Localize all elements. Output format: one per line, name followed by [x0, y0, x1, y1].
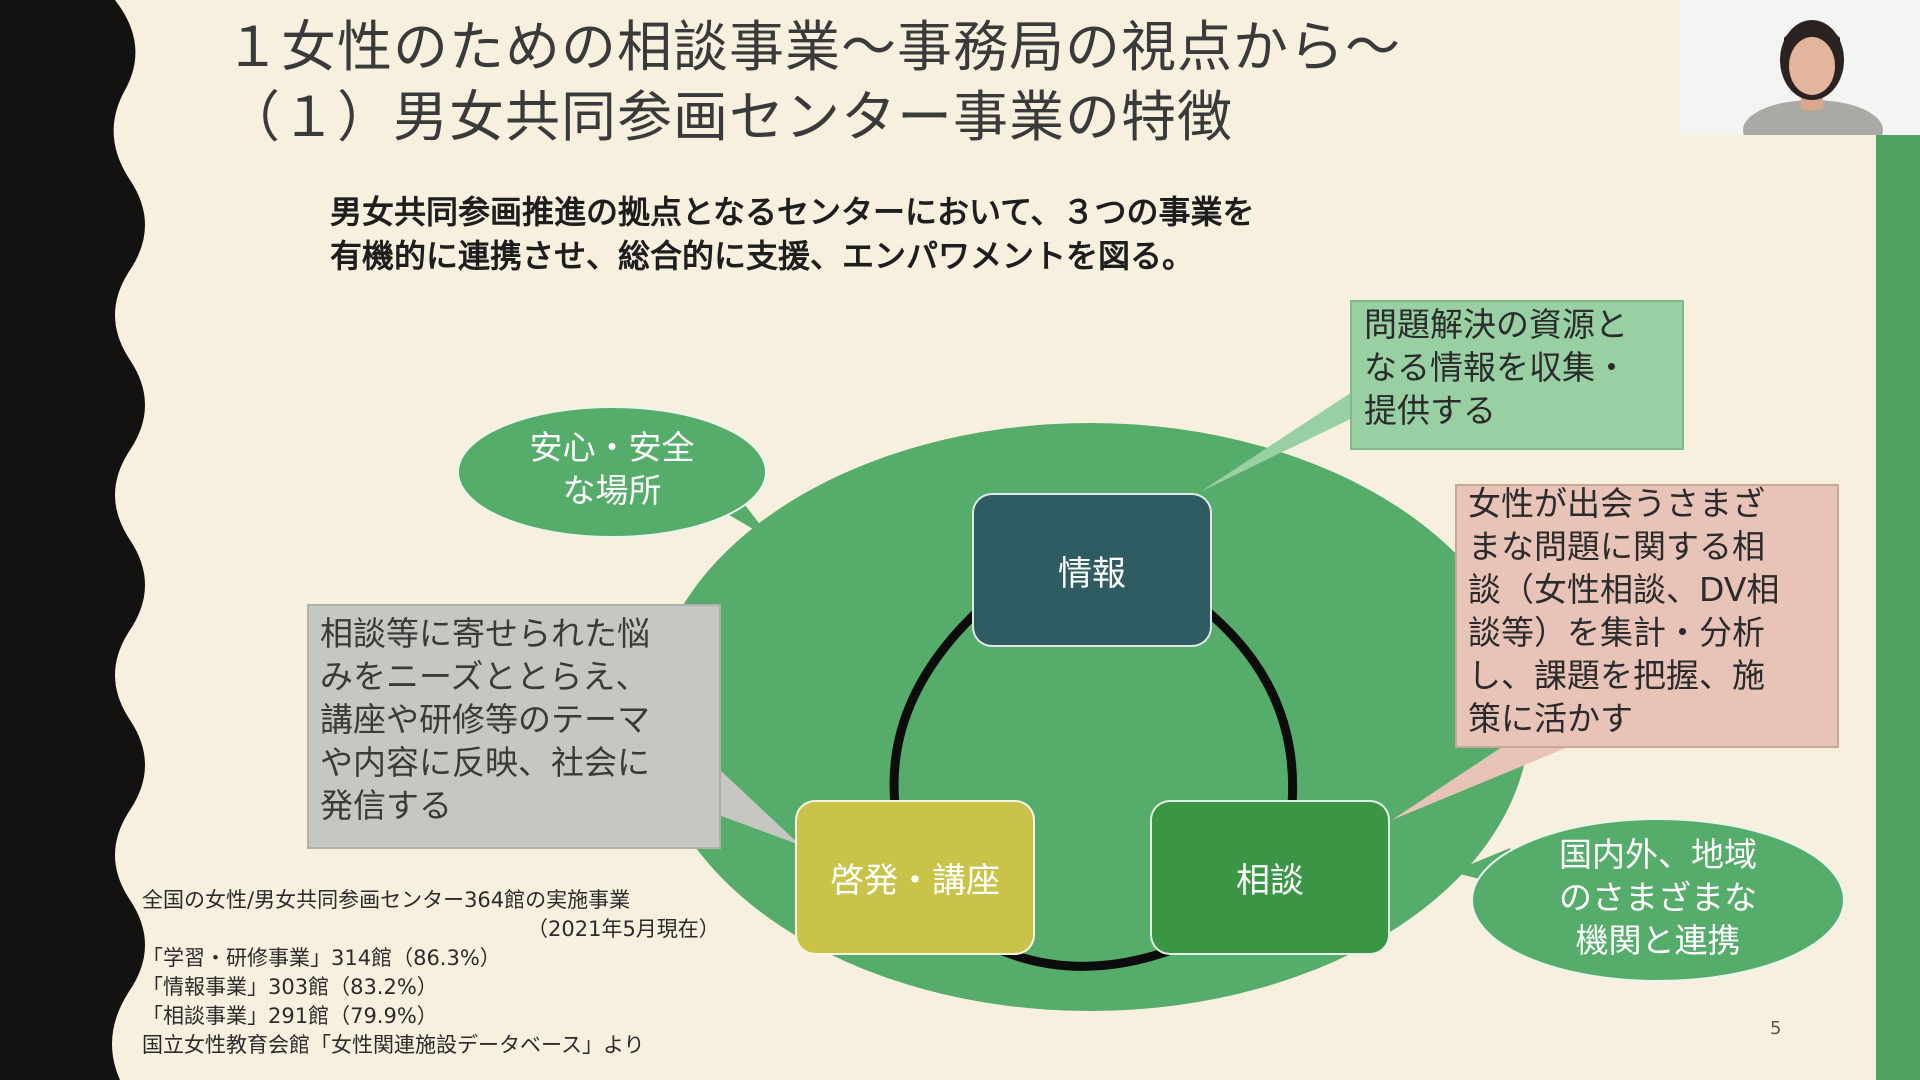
info-node-label: 情報 [1058, 553, 1126, 594]
info-callout-line: 問題解決の資源と [1364, 305, 1628, 344]
lead-text: 男女共同参画推進の拠点となるセンターにおいて、３つの事業を 有機的に連携させ、総… [330, 190, 1254, 278]
cycle-arc-left [889, 608, 981, 806]
stats-block: 全国の女性/男女共同参画センター364館の実施事業 （2021年5月現在） 「学… [142, 886, 720, 1060]
consult-callout-line: 談（女性相談、DV相 [1468, 570, 1780, 609]
title-line-2: （１）男女共同参画センター事業の特徴 [225, 85, 1234, 149]
education-callout-line: 講座や研修等のテーマ [320, 700, 650, 739]
stats-item: 「情報事業」303館（83.2%） [142, 975, 438, 999]
network-bubble [1471, 818, 1845, 982]
info-callout-line: 提供する [1364, 391, 1496, 430]
page-number: 5 [1770, 1018, 1782, 1039]
network-line: 機関と連携 [1575, 921, 1741, 960]
stats-heading: 全国の女性/男女共同参画センター364館の実施事業 [142, 888, 631, 912]
safe-place-line: な場所 [562, 471, 662, 510]
consult-callout-line: まな問題に関する相 [1468, 527, 1765, 566]
safe-place-line: 安心・安全 [529, 428, 695, 467]
info-callout-line: なる情報を収集・ [1364, 348, 1628, 387]
consult-callout-line: 女性が出会うさまざ [1468, 484, 1765, 523]
cycle-arc-right [1205, 608, 1298, 806]
education-callout-line: みをニーズととらえ、 [320, 657, 649, 696]
stats-item: 「学習・研修事業」314館（86.3%） [142, 946, 501, 970]
info-node: 情報 [972, 493, 1212, 647]
consult-callout-text: 女性が出会うさまざ まな問題に関する相 談（女性相談、DV相 談等）を集計・分析… [1468, 482, 1779, 740]
education-callout-text: 相談等に寄せられた悩 みをニーズととらえ、 講座や研修等のテーマ や内容に反映、… [320, 612, 650, 827]
consult-node: 相談 [1150, 800, 1390, 955]
right-accent-strip [1876, 135, 1920, 1080]
presenter-webcam-video[interactable] [1680, 0, 1920, 135]
education-node-label: 啓発・講座 [830, 861, 1000, 901]
education-callout-line: 発信する [320, 786, 452, 825]
education-callout-line: や内容に反映、社会に [320, 743, 650, 782]
education-callout-pointer [705, 770, 800, 845]
network-line: 国内外、地域 [1559, 835, 1757, 874]
consult-callout-line: し、課題を把握、施 [1468, 656, 1765, 695]
consult-callout-box [1455, 484, 1839, 748]
lead-line-1: 男女共同参画推進の拠点となるセンターにおいて、３つの事業を [330, 193, 1255, 231]
lead-line-2: 有機的に連携させ、総合的に支援、エンパワメントを図る。 [330, 237, 1195, 275]
consult-callout-line: 策に活かす [1468, 699, 1633, 738]
education-callout-box [307, 604, 721, 849]
safe-place-bubble [457, 406, 767, 538]
stats-item: 「相談事業」291館（79.9%） [142, 1004, 438, 1028]
slide-title: １女性のための相談事業～事務局の視点から～ （１）男女共同参画センター事業の特徴 [225, 12, 1401, 152]
education-callout-line: 相談等に寄せられた悩 [320, 614, 650, 653]
safe-place-bubble-text: 安心・安全 な場所 [512, 426, 712, 512]
info-callout-box [1350, 300, 1684, 450]
info-callout-text: 問題解決の資源と なる情報を収集・ 提供する [1364, 303, 1628, 432]
consult-callout-pointer [1392, 735, 1585, 820]
stats-as-of: （2021年5月現在） [527, 917, 720, 941]
network-line: のさまざまな [1559, 878, 1757, 917]
left-decorative-border [0, 0, 145, 1080]
consult-node-label: 相談 [1236, 861, 1304, 901]
presenter-avatar-icon [1680, 0, 1920, 135]
consult-callout-line: 談等）を集計・分析 [1468, 613, 1765, 652]
title-line-1: １女性のための相談事業～事務局の視点から～ [225, 15, 1402, 79]
stats-source: 国立女性教育会館「女性関連施設データベース」より [142, 1033, 645, 1057]
education-node: 啓発・講座 [795, 800, 1035, 955]
network-bubble-text: 国内外、地域 のさまざまな 機関と連携 [1528, 833, 1788, 962]
